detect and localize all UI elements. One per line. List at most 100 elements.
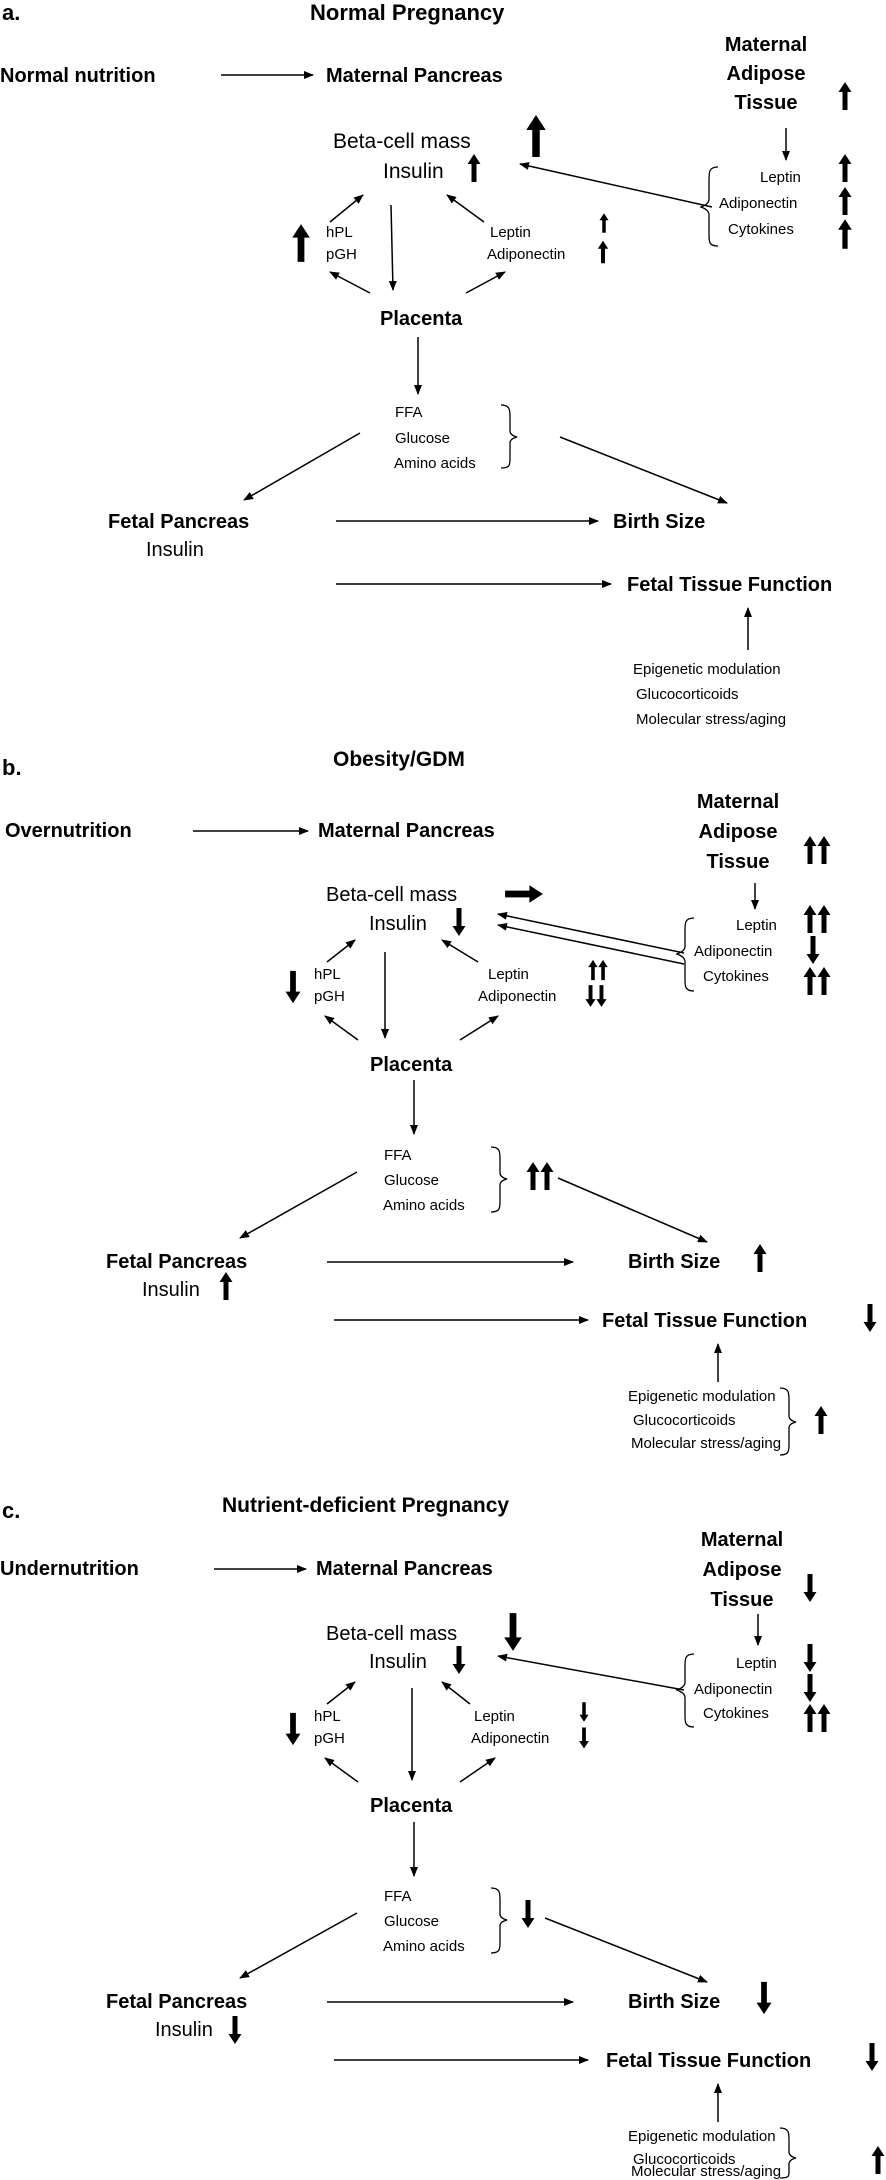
arrow-adipokines-to-insulin-lower: [497, 922, 685, 965]
arrow-placenta-to-leptin: [465, 271, 506, 294]
adipose-adiponectin-label: Adiponectin: [719, 195, 797, 212]
indicator-arrow-shape: [838, 187, 852, 215]
adipose-label-line2: Adipose: [727, 63, 806, 85]
indicator-arrow-shape: [596, 985, 607, 1007]
modulators-indicator-icon: [814, 1406, 828, 1434]
fetal-insulin-label: Insulin: [142, 1279, 200, 1301]
indicator-arrow-shape: [579, 1702, 589, 1722]
indicator-arrow-shape: [817, 836, 831, 864]
adipokines-bracket: [675, 1653, 695, 1728]
hpl-pgh-indicator-icon: [285, 970, 301, 1004]
panel-title: Normal Pregnancy: [310, 0, 505, 25]
cytokines-indicator-icon: [803, 1704, 831, 1732]
nutrition-label: Undernutrition: [0, 1558, 139, 1580]
indicator-arrow-shape: [756, 1981, 772, 2015]
amino-acids-label: Amino acids: [383, 1938, 465, 1955]
fetal-tissue-function-label: Fetal Tissue Function: [627, 574, 832, 596]
indicator-arrow-shape: [285, 1712, 301, 1746]
indicator-arrow-shape: [806, 936, 820, 964]
adipose-adiponectin-label: Adiponectin: [694, 1681, 772, 1698]
placental-leptin-indicator-icon: [588, 959, 608, 981]
arrow-nutrients-to-birth-size: [544, 1917, 708, 1983]
fetal-tissue-function-label: Fetal Tissue Function: [606, 2050, 811, 2072]
indicator-arrow-shape: [803, 836, 817, 864]
placental-adiponectin-label: Adiponectin: [487, 246, 565, 263]
indicator-arrow-shape: [817, 1704, 831, 1732]
insulin-indicator-icon: [467, 154, 481, 182]
nutrition-label: Overnutrition: [5, 820, 132, 842]
leptin-indicator-icon: [803, 905, 831, 933]
amino-acids-label: Amino acids: [383, 1197, 465, 1214]
fetal-insulin-label: Insulin: [146, 539, 204, 561]
indicator-arrow-shape: [865, 2043, 879, 2071]
arrow-nutrients-to-fetal-pancreas: [239, 1171, 358, 1239]
indicator-arrow-shape: [838, 154, 852, 182]
indicator-arrow-shape: [588, 959, 598, 981]
pgh-label: pGH: [326, 246, 357, 263]
indicator-arrow-shape: [803, 905, 817, 933]
fetal-insulin-label: Insulin: [155, 2019, 213, 2041]
arrow-adipokines-to-insulin: [519, 162, 713, 208]
panel-a: a. Normal Pregnancy Normal nutrition Mat…: [0, 0, 852, 728]
fetal-pancreas-label: Fetal Pancreas: [108, 511, 249, 533]
pgh-label: pGH: [314, 1730, 345, 1747]
beta-cell-mass-label: Beta-cell mass: [326, 884, 457, 906]
modulators-indicator-icon: [871, 2146, 885, 2174]
adipose-label-line3: Tissue: [707, 851, 770, 873]
indicator-arrow-shape: [814, 1406, 828, 1434]
indicator-arrow-shape: [585, 985, 596, 1007]
indicator-arrow-shape: [863, 1304, 877, 1332]
indicator-arrow-shape: [838, 219, 852, 249]
arrow-placenta-to-leptin: [459, 1757, 496, 1783]
indicator-arrow-shape: [803, 1704, 817, 1732]
insulin-label: Insulin: [369, 1651, 427, 1673]
beta-cell-mass-indicator-icon: [526, 115, 546, 157]
epigenetic-label: Epigenetic modulation: [633, 661, 781, 678]
arrow-nutrients-to-fetal-pancreas: [239, 1912, 358, 1979]
glucose-label: Glucose: [384, 1913, 439, 1930]
placental-leptin-indicator-icon: [579, 1702, 589, 1722]
placental-adiponectin-indicator-icon: [585, 985, 607, 1007]
indicator-arrow-shape: [285, 970, 301, 1004]
fetal-tissue-function-indicator-icon: [863, 1304, 877, 1332]
indicator-arrow-shape: [526, 1162, 540, 1190]
nutrients-indicator-icon: [526, 1162, 554, 1190]
adipokines-bracket: [675, 917, 695, 992]
hpl-pgh-indicator-icon: [285, 1712, 301, 1746]
fetal-pancreas-label: Fetal Pancreas: [106, 1251, 247, 1273]
adipose-label-line1: Maternal: [697, 791, 779, 813]
indicator-arrow-shape: [597, 240, 609, 264]
arrow-hpl-to-insulin: [326, 1681, 356, 1705]
indicator-arrow-shape: [579, 1727, 589, 1749]
beta-cell-mass-label: Beta-cell mass: [326, 1623, 457, 1645]
insulin-label: Insulin: [383, 160, 444, 183]
placental-adiponectin-label: Adiponectin: [478, 988, 556, 1005]
indicator-arrow-shape: [467, 154, 481, 182]
indicator-arrow-shape: [540, 1162, 554, 1190]
birth-size-indicator-icon: [756, 1981, 772, 2015]
indicator-arrow-shape: [504, 1613, 522, 1651]
arrow-placenta-to-hpl: [324, 1757, 359, 1783]
molecular-stress-label: Molecular stress/aging: [636, 711, 786, 728]
molecular-stress-label: Molecular stress/aging: [631, 1435, 781, 1452]
panel-b: b. Obesity/GDM Overnutrition Maternal Pa…: [2, 748, 877, 1456]
cytokines-indicator-icon: [803, 967, 831, 995]
adipose-leptin-label: Leptin: [760, 169, 801, 186]
indicator-arrow-shape: [219, 1272, 233, 1300]
birth-size-indicator-icon: [753, 1244, 767, 1272]
indicator-arrow-shape: [292, 224, 310, 262]
hpl-pgh-indicator-icon: [292, 224, 310, 262]
fetal-insulin-indicator-icon: [219, 1272, 233, 1300]
indicator-arrow-shape: [598, 959, 608, 981]
nutrients-bracket: [490, 1146, 508, 1213]
adipose-leptin-label: Leptin: [736, 1655, 777, 1672]
molecular-stress-label: Molecular stress/aging: [631, 2163, 781, 2180]
adipose-cytokines-label: Cytokines: [728, 221, 794, 238]
indicator-arrow-shape: [803, 1644, 817, 1672]
glucose-label: Glucose: [395, 430, 450, 447]
amino-acids-label: Amino acids: [394, 455, 476, 472]
insulin-indicator-icon: [452, 1646, 466, 1674]
panel-letter: c.: [2, 1498, 20, 1523]
arrow-placenta-to-hpl: [329, 271, 371, 294]
